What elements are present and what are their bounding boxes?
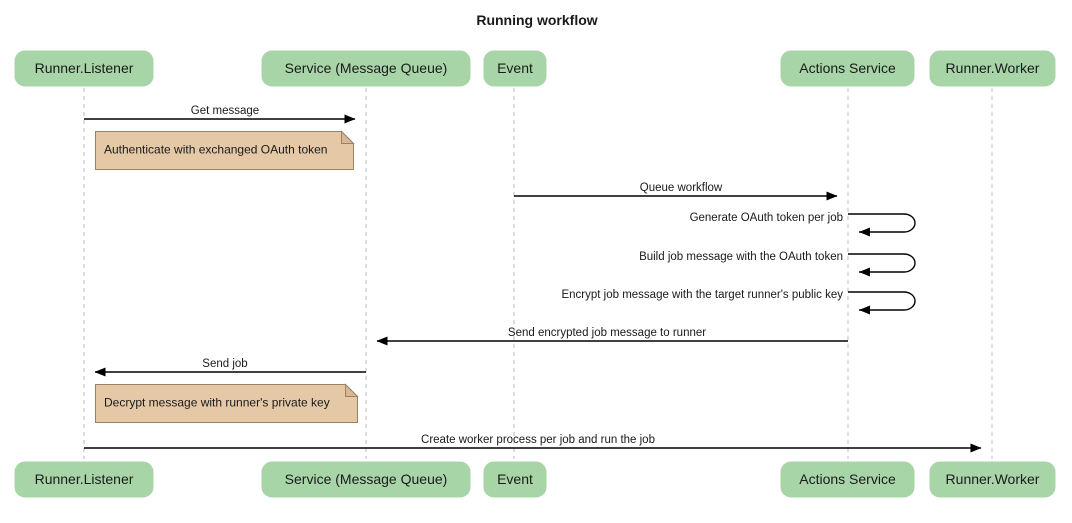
participant-box[interactable]: [780, 461, 915, 498]
note-label: Authenticate with exchanged OAuth token: [104, 143, 327, 157]
participants-bottom: Runner.Listener Service (Message Queue) …: [14, 461, 1056, 498]
page-title: Running workflow: [476, 12, 597, 28]
note-fold-corner: [341, 130, 355, 144]
message-label: Build job message with the OAuth token: [639, 251, 843, 263]
participant-actions-top[interactable]: Actions Service: [780, 50, 915, 87]
message-label: Create worker process per job and run th…: [421, 434, 655, 446]
note-decrypt-message: Decrypt message with runner's private ke…: [95, 383, 359, 423]
message-generate-oauth-token: Generate OAuth token per job: [690, 212, 916, 237]
self-message-arrowhead: [859, 267, 870, 277]
self-message-loop: [848, 213, 916, 233]
participant-worker-top[interactable]: Runner.Worker: [929, 50, 1056, 87]
participant-label-event: Event: [497, 60, 533, 76]
participant-box[interactable]: [14, 50, 154, 87]
message-send-encrypted-job-message: Send encrypted job message to runner: [376, 327, 848, 346]
self-message-loop: [848, 291, 916, 311]
self-message-arrowhead: [859, 305, 870, 315]
message-label: Get message: [191, 105, 259, 117]
participant-box[interactable]: [483, 50, 547, 87]
participant-listener-bottom[interactable]: Runner.Listener: [14, 461, 154, 498]
note-authenticate: Authenticate with exchanged OAuth token: [95, 130, 355, 170]
message-get-message: Get message: [84, 105, 356, 124]
participant-box[interactable]: [261, 50, 471, 87]
participant-label-worker: Runner.Worker: [946, 471, 1040, 487]
participant-box[interactable]: [483, 461, 547, 498]
participant-box[interactable]: [261, 461, 471, 498]
participant-label-service: Service (Message Queue): [285, 60, 448, 76]
message-queue-workflow: Queue workflow: [514, 182, 838, 201]
lifelines-group: [83, 88, 993, 459]
participants-top: Runner.Listener Service (Message Queue) …: [14, 50, 1056, 87]
note-body: [95, 384, 358, 423]
self-message-loop: [848, 253, 916, 273]
self-message-arrowhead: [859, 227, 870, 237]
participant-box[interactable]: [929, 50, 1056, 87]
note-body: [95, 131, 354, 170]
message-create-worker-process: Create worker process per job and run th…: [84, 434, 982, 453]
note-fold-corner: [345, 383, 359, 397]
message-label: Queue workflow: [640, 182, 723, 194]
participant-worker-bottom[interactable]: Runner.Worker: [929, 461, 1056, 498]
participant-event-top[interactable]: Event: [483, 50, 547, 87]
participant-label-service: Service (Message Queue): [285, 471, 448, 487]
participant-label-listener: Runner.Listener: [35, 60, 134, 76]
participant-service-top[interactable]: Service (Message Queue): [261, 50, 471, 87]
participant-event-bottom[interactable]: Event: [483, 461, 547, 498]
participant-actions-bottom[interactable]: Actions Service: [780, 461, 915, 498]
message-label: Send job: [202, 358, 247, 370]
message-send-job: Send job: [94, 358, 366, 377]
participant-box[interactable]: [929, 461, 1056, 498]
participant-box[interactable]: [14, 461, 154, 498]
participant-listener-top[interactable]: Runner.Listener: [14, 50, 154, 87]
message-label: Generate OAuth token per job: [690, 212, 843, 224]
participant-label-worker: Runner.Worker: [946, 60, 1040, 76]
message-build-job-message: Build job message with the OAuth token: [639, 251, 916, 277]
note-label: Decrypt message with runner's private ke…: [104, 396, 330, 410]
message-label: Encrypt job message with the target runn…: [561, 289, 843, 301]
participant-service-bottom[interactable]: Service (Message Queue): [261, 461, 471, 498]
participant-box[interactable]: [780, 50, 915, 87]
message-label: Send encrypted job message to runner: [508, 327, 706, 339]
message-encrypt-job-message: Encrypt job message with the target runn…: [561, 289, 916, 315]
participant-label-actions: Actions Service: [799, 471, 896, 487]
participant-label-listener: Runner.Listener: [35, 471, 134, 487]
participant-label-event: Event: [497, 471, 533, 487]
participant-label-actions: Actions Service: [799, 60, 896, 76]
